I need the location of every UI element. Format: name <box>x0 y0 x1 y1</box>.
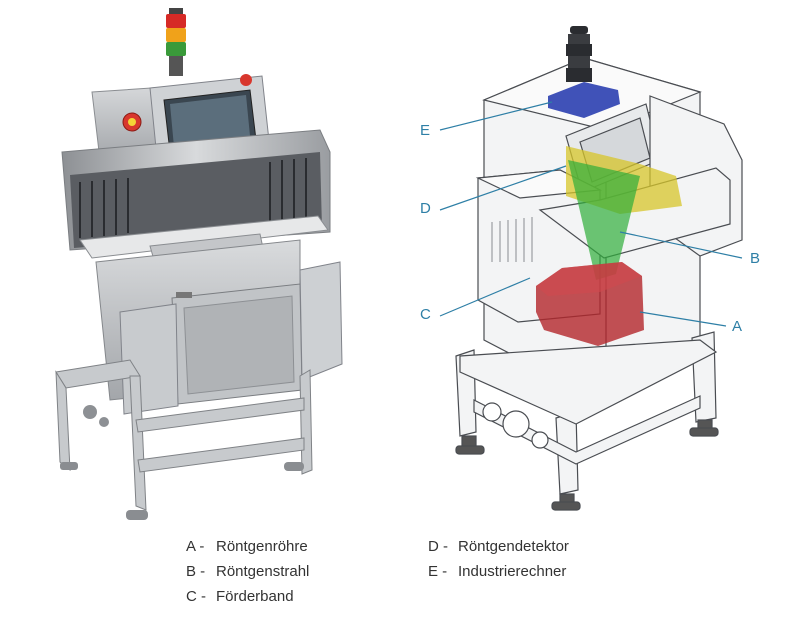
legend-item-e: E - Industrierechner <box>428 563 566 580</box>
machine-photo <box>55 8 343 520</box>
callout-b: B <box>750 250 761 267</box>
legend-label: Förderband <box>216 588 294 605</box>
callout-d: D <box>420 200 431 217</box>
legend-label: Röntgenröhre <box>216 538 308 555</box>
legend-key: D - <box>428 538 448 555</box>
legend-item-c: C - Förderband <box>186 588 294 605</box>
legend-label: Röntgendetektor <box>458 538 569 555</box>
callout-e: E <box>420 122 431 139</box>
legend-item-d: D - Röntgendetektor <box>428 538 569 555</box>
schematic-tower-icon <box>566 26 592 82</box>
legend-key: B - <box>186 563 206 580</box>
legend-key: E - <box>428 563 448 580</box>
legend-key: A - <box>186 538 205 555</box>
legend-label: Industrierechner <box>458 563 567 580</box>
x-ray-beam-part <box>568 160 640 280</box>
callout-a: A <box>732 318 743 335</box>
legend-item-a: A - Röntgenröhre <box>186 538 308 555</box>
legend-item-b: B - Röntgenstrahl <box>186 563 309 580</box>
legend-key: C - <box>186 588 206 605</box>
industrial-computer-part <box>548 82 620 118</box>
callout-c: C <box>420 306 431 323</box>
x-ray-tube-part <box>536 262 644 346</box>
signal-tower-icon <box>166 8 186 76</box>
legend-label: Röntgenstrahl <box>216 563 310 580</box>
callout-lines <box>439 101 743 327</box>
